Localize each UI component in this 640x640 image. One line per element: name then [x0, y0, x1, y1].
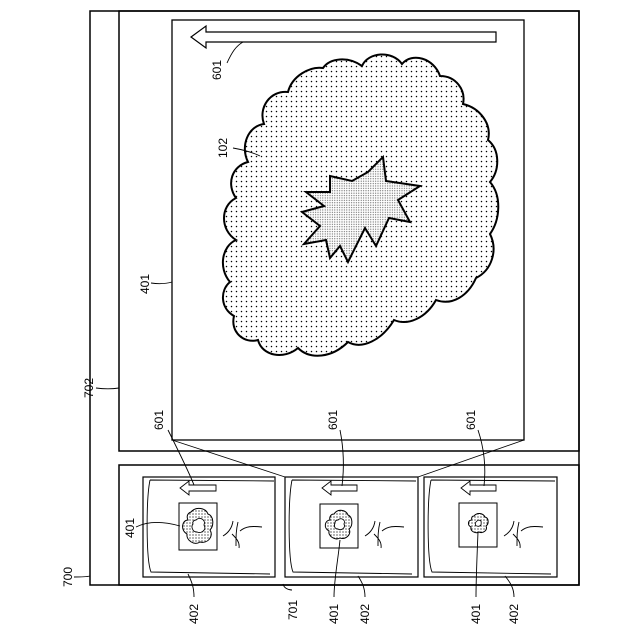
ref-label-thumb1-401: 401 — [123, 518, 137, 538]
thumbnail-2[interactable] — [285, 477, 418, 577]
ref-label-601-main: 601 — [210, 60, 224, 80]
thumbnail-3[interactable] — [424, 477, 557, 577]
ref-label-102: 102 — [216, 138, 230, 158]
ref-label-702: 702 — [82, 378, 96, 398]
leader-thumb2-402 — [358, 576, 365, 597]
ref-label-thumb2-401: 401 — [327, 604, 341, 624]
ref-label-thumb1-601: 601 — [152, 410, 166, 430]
leader-702 — [96, 388, 119, 389]
ref-label-701: 701 — [286, 600, 300, 620]
ref-label-thumb2-601: 601 — [326, 410, 340, 430]
ref-label-thumb3-601: 601 — [464, 410, 478, 430]
zoom-line-right — [418, 440, 524, 477]
ref-label-700: 700 — [61, 567, 75, 587]
thumb-cloud-inner — [334, 519, 344, 530]
thumb-cloud-inner — [192, 518, 205, 532]
leader-401-main — [151, 282, 172, 284]
leader-thumb3-402 — [505, 576, 514, 597]
thumbnail-1[interactable] — [143, 477, 275, 577]
ref-label-thumb2-402: 402 — [358, 604, 372, 624]
ref-label-401-main: 401 — [138, 274, 152, 294]
ref-label-thumb3-402: 402 — [507, 604, 521, 624]
zoom-line-left — [172, 440, 285, 477]
leader-700 — [74, 576, 90, 577]
ref-label-thumb1-402: 402 — [187, 604, 201, 624]
ref-label-thumb3-401: 401 — [469, 604, 483, 624]
